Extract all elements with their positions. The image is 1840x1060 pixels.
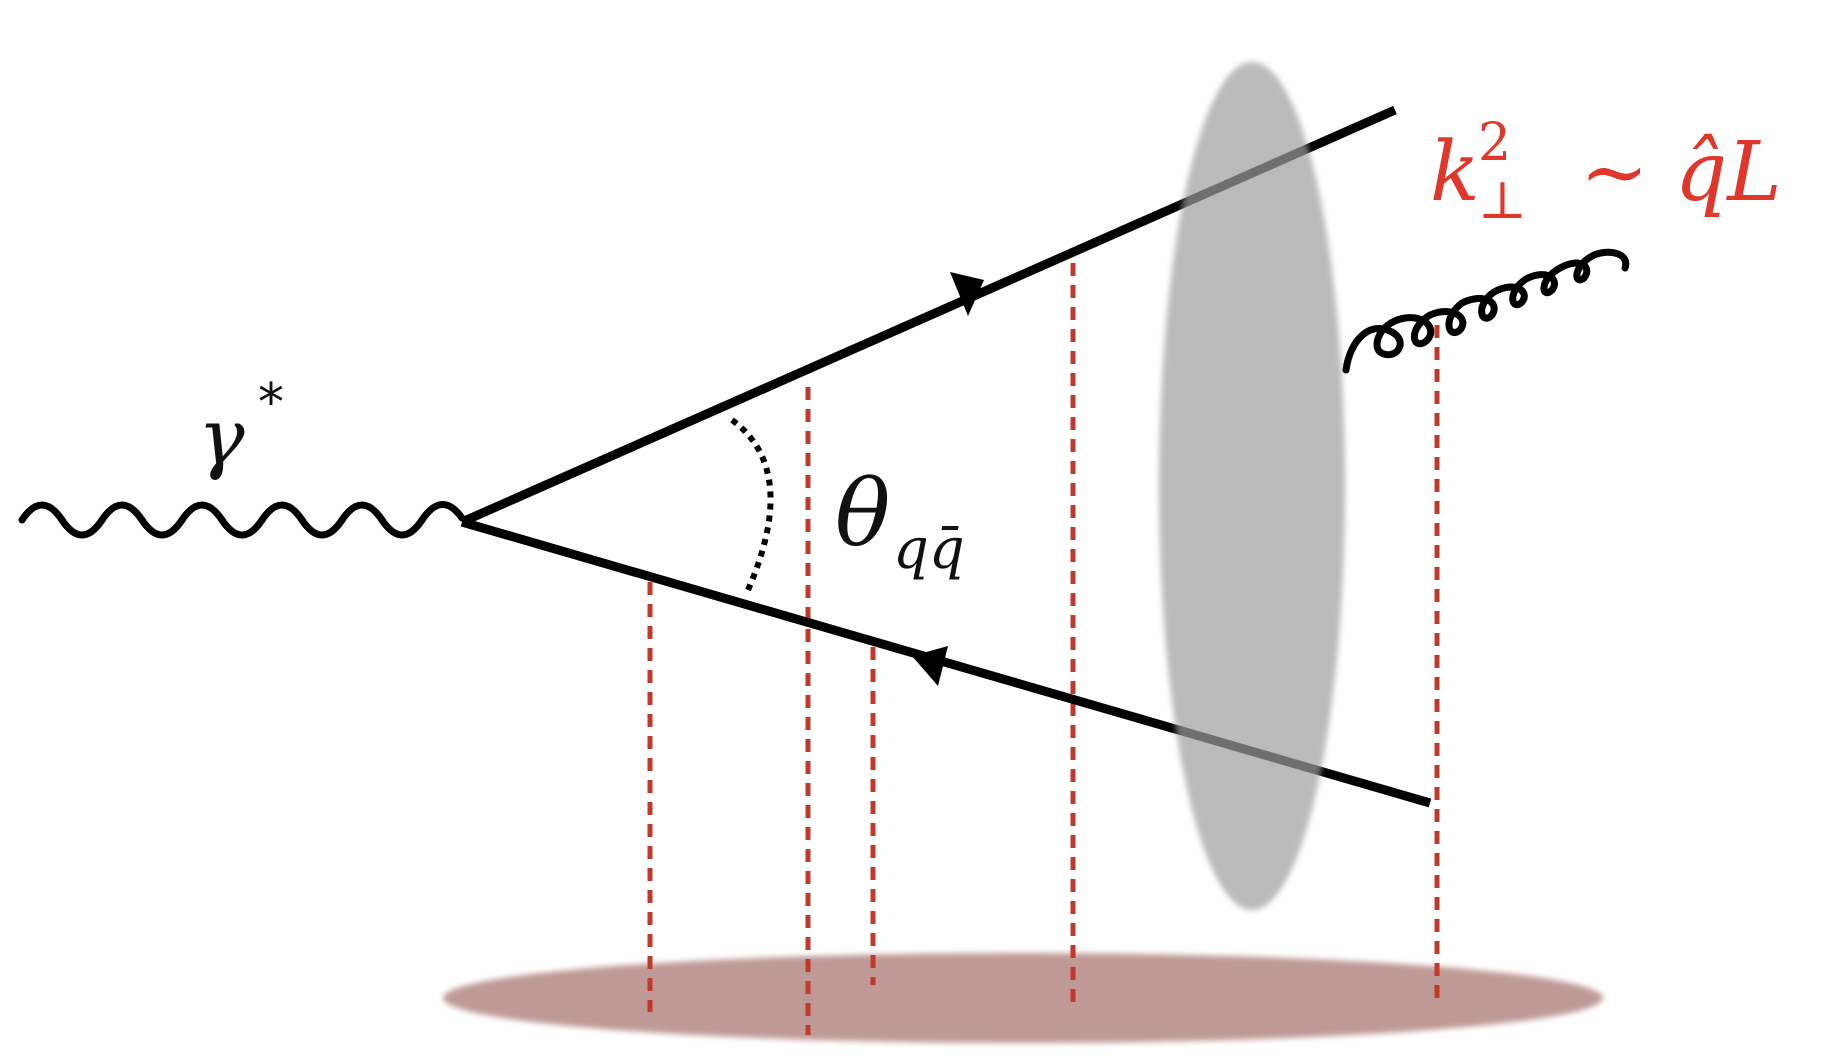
opening-angle-arc <box>730 417 774 592</box>
gluon-line <box>1342 248 1630 374</box>
exchange-lines <box>647 263 1440 1035</box>
medium-blob <box>1159 62 1345 910</box>
broadening-label-rest: ∼ q̂L <box>1580 125 1782 220</box>
photon-label: γ <box>198 393 245 483</box>
photon-label-superscript: * <box>258 373 284 433</box>
angle-label-subscript: qq̄ <box>893 517 965 582</box>
medium-base-ellipse <box>443 953 1603 1043</box>
broadening-label-k: k <box>1430 125 1480 220</box>
quark-arrow-icon <box>950 272 984 316</box>
angle-label: θ <box>835 460 890 567</box>
photon-line <box>18 501 466 539</box>
broadening-label-superscript: 2 <box>1478 113 1511 173</box>
broadening-label-subscript: ⊥ <box>1478 171 1527 231</box>
antiquark-arrow-icon <box>912 646 948 686</box>
